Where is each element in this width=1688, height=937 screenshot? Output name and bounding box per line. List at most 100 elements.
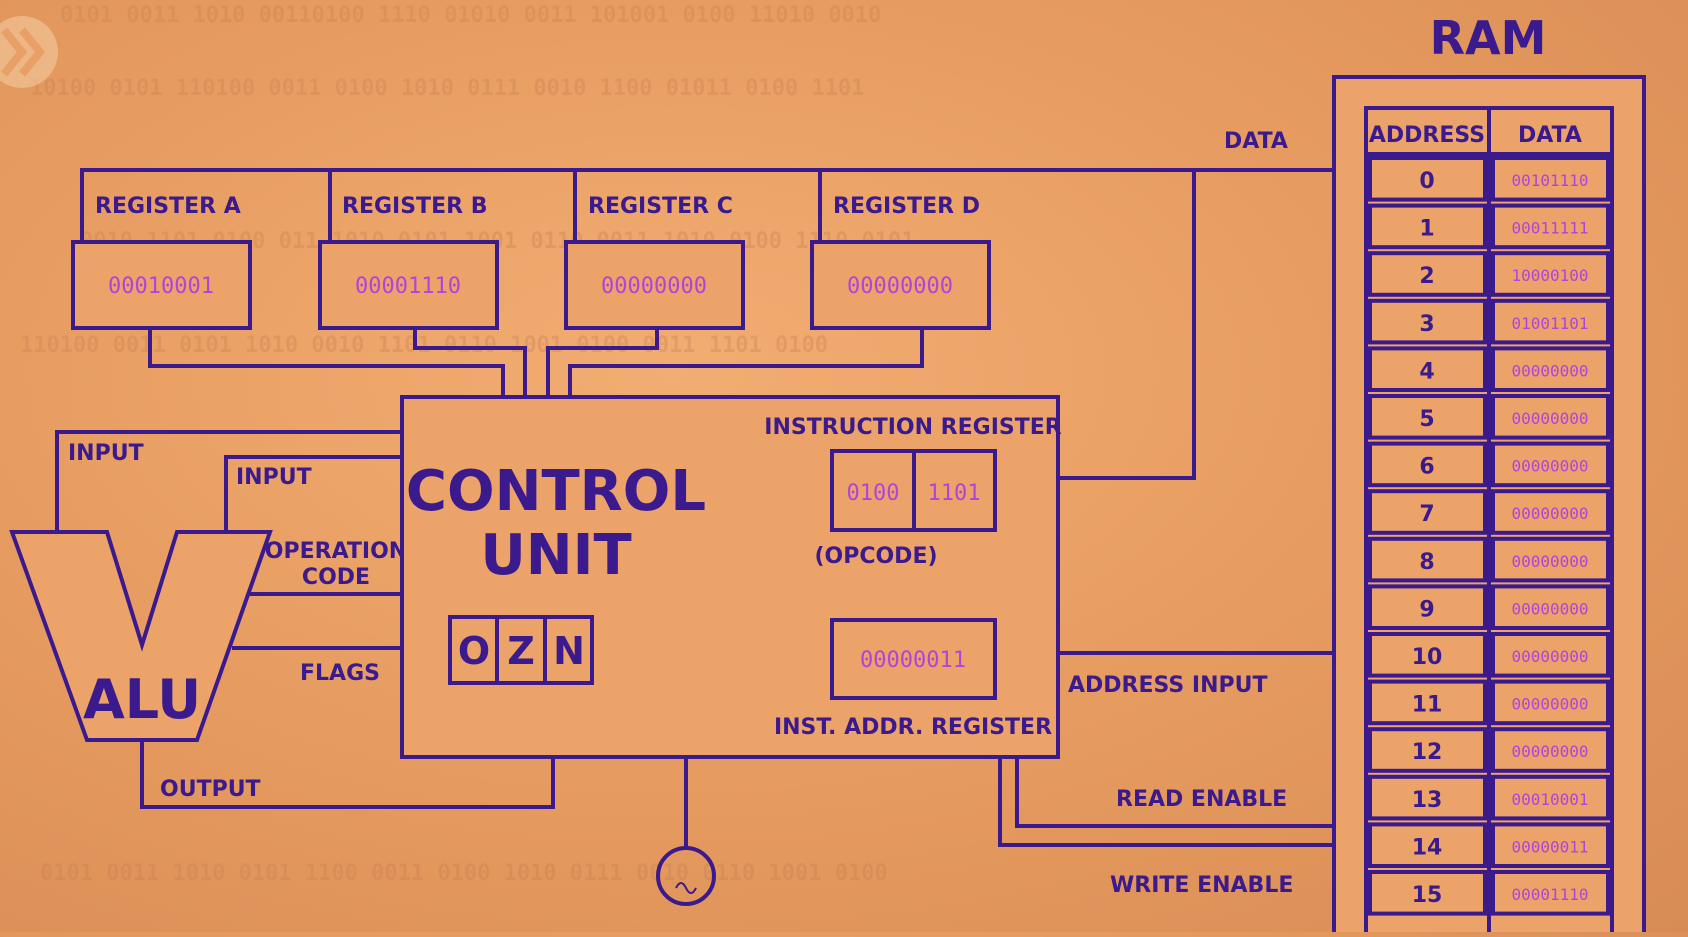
alu-code-label: CODE bbox=[302, 565, 370, 590]
register-c-value: 00000000 bbox=[601, 274, 707, 299]
ram-data-2: 10000100 bbox=[1511, 266, 1588, 285]
svg-text:0101 0011 1010 0101 1100 0011: 0101 0011 1010 0101 1100 0011 0100 1010 … bbox=[40, 861, 888, 886]
control-unit-title-1: CONTROL bbox=[406, 459, 706, 524]
ram-data-5: 00000000 bbox=[1511, 409, 1588, 428]
alu-label: ALU bbox=[83, 668, 201, 731]
ram-address-cell bbox=[1368, 298, 1487, 345]
write-enable-label: WRITE ENABLE bbox=[1110, 873, 1293, 898]
control-unit-title-2: UNIT bbox=[480, 523, 631, 588]
inst-addr-value: 00000011 bbox=[860, 648, 966, 673]
logo-icon bbox=[0, 16, 58, 88]
register-b-label: REGISTER B bbox=[342, 194, 487, 219]
ram-address-cell bbox=[1368, 441, 1487, 488]
ram-data-cell bbox=[1491, 156, 1610, 202]
ram-address-cell bbox=[1368, 394, 1487, 440]
svg-text:110100 0011 0101 1010 0010 110: 110100 0011 0101 1010 0010 1101 0110 100… bbox=[20, 333, 828, 358]
ram-address-cell bbox=[1368, 584, 1487, 631]
ram-data-12: 00000000 bbox=[1511, 742, 1588, 761]
ram-address-cell bbox=[1368, 727, 1487, 773]
ram-data-0: 00101110 bbox=[1511, 171, 1588, 190]
instruction-register-label: INSTRUCTION REGISTER bbox=[764, 415, 1061, 440]
ram-data-cell bbox=[1491, 870, 1610, 916]
binary-background: 0101 0011 1010 00110100 1110 01010 0011 … bbox=[20, 3, 914, 886]
ram-data-4: 00000000 bbox=[1511, 361, 1588, 380]
ram-address-cell bbox=[1368, 536, 1487, 583]
ram-address-cell bbox=[1368, 774, 1487, 821]
ram-data-10: 00000000 bbox=[1511, 647, 1588, 666]
ram-address-cell bbox=[1368, 679, 1487, 726]
ram-data-8: 00000000 bbox=[1511, 552, 1588, 571]
ram-address-8: 8 bbox=[1419, 550, 1434, 575]
register-b: REGISTER B 00001110 bbox=[318, 194, 499, 330]
ram-address-1: 1 bbox=[1419, 217, 1434, 242]
ram-address-cell bbox=[1368, 203, 1487, 250]
register-a-value: 00010001 bbox=[108, 274, 214, 299]
flag-zero: Z bbox=[507, 629, 535, 673]
clock-icon bbox=[656, 846, 716, 906]
ram-address-13: 13 bbox=[1412, 788, 1443, 813]
ram-data-cell bbox=[1491, 203, 1610, 250]
ram-data-1: 00011111 bbox=[1511, 219, 1588, 238]
ram-address-cell bbox=[1368, 156, 1487, 202]
ram-data-cell bbox=[1491, 489, 1610, 535]
flag-overflow: O bbox=[458, 629, 490, 673]
ram-address-9: 9 bbox=[1419, 597, 1434, 622]
data-bus bbox=[80, 168, 1332, 240]
control-unit: CONTROL UNIT INSTRUCTION REGISTER 0100 1… bbox=[400, 395, 1062, 759]
svg-text:10100 0101 110100 0011 0100 10: 10100 0101 110100 0011 0100 1010 0111 00… bbox=[30, 76, 864, 101]
ram-address-cell bbox=[1368, 632, 1487, 678]
ram-address-7: 7 bbox=[1419, 502, 1434, 527]
svg-text:0101 0011 1010 00110100 1110 0: 0101 0011 1010 00110100 1110 01010 0011 … bbox=[60, 3, 881, 28]
alu-input-b-wire bbox=[224, 455, 402, 532]
inst-addr-register bbox=[830, 618, 997, 700]
ram-data-13: 00010001 bbox=[1511, 790, 1588, 809]
alu-input-b-label: INPUT bbox=[236, 465, 312, 490]
register-c: REGISTER C 00000000 bbox=[564, 194, 745, 330]
flag-negative: N bbox=[553, 629, 585, 673]
alu-input-a-wire bbox=[55, 430, 402, 532]
ram-address-cell bbox=[1368, 251, 1487, 297]
ram-address-cell bbox=[1368, 870, 1487, 916]
ram-data-6: 00000000 bbox=[1511, 457, 1588, 476]
ram-data-cell bbox=[1491, 536, 1610, 583]
ram-address-14: 14 bbox=[1412, 835, 1443, 860]
register-a: REGISTER A 00010001 bbox=[71, 194, 252, 330]
ram-data-cell bbox=[1491, 727, 1610, 773]
register-b-value: 00001110 bbox=[355, 274, 461, 299]
ram-address-cell bbox=[1368, 346, 1487, 392]
wires bbox=[55, 168, 1332, 906]
read-enable-label: READ ENABLE bbox=[1116, 787, 1287, 812]
alu-flags-label: FLAGS bbox=[300, 661, 380, 686]
register-d-value: 00000000 bbox=[847, 274, 953, 299]
alu-shape bbox=[9, 530, 273, 742]
instruction-operand: 1101 bbox=[928, 481, 981, 506]
ram-address-15: 15 bbox=[1412, 883, 1443, 908]
inst-addr-label: INST. ADDR. REGISTER bbox=[774, 715, 1052, 740]
register-c-label: REGISTER C bbox=[588, 194, 733, 219]
ram-data-cell bbox=[1491, 584, 1610, 631]
ram-address-5: 5 bbox=[1419, 407, 1434, 432]
ram-address-10: 10 bbox=[1412, 645, 1443, 670]
ram-title: RAM bbox=[1430, 11, 1547, 65]
ram-address-11: 11 bbox=[1412, 693, 1443, 718]
ram-data-15: 00001110 bbox=[1511, 885, 1588, 904]
instruction-opcode: 0100 bbox=[847, 481, 900, 506]
ram-address-12: 12 bbox=[1412, 740, 1443, 765]
ram-address-2: 2 bbox=[1419, 264, 1434, 289]
ram-data-11: 00000000 bbox=[1511, 695, 1588, 714]
ram-data-cell bbox=[1491, 774, 1610, 821]
ram-address-6: 6 bbox=[1419, 455, 1434, 480]
register-d-label: REGISTER D bbox=[833, 194, 980, 219]
read-enable-wire bbox=[1015, 757, 1332, 828]
opcode-label: (OPCODE) bbox=[814, 544, 937, 569]
alu-operation-label: OPERATION bbox=[265, 539, 407, 564]
data-bus-label: DATA bbox=[1224, 129, 1288, 154]
register-a-label: REGISTER A bbox=[95, 194, 241, 219]
address-input-label: ADDRESS INPUT bbox=[1068, 673, 1267, 698]
ram-data-cell bbox=[1491, 441, 1610, 488]
ram-data-cell bbox=[1491, 679, 1610, 726]
